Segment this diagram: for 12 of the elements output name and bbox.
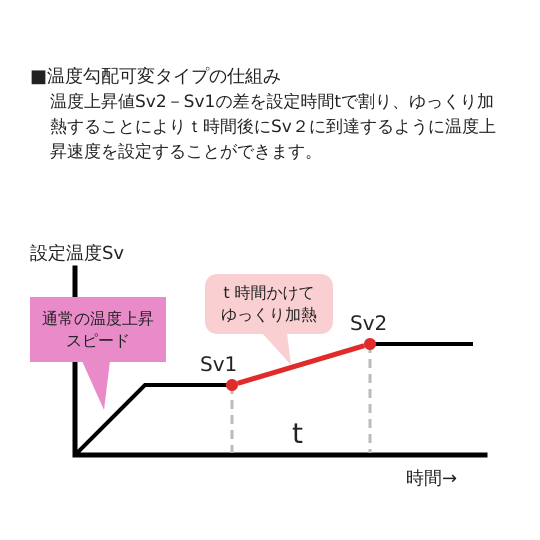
point-marker [364,338,376,350]
axis-label: 設定温度Sv [30,242,124,265]
axis-label: 時間→ [406,467,458,490]
callout-box: 通常の温度上昇スピード [30,297,166,362]
interval-label: t [292,417,303,450]
description-text: 温度上昇値Sv2－Sv1の差を設定時間tで割り、ゆっくり加熱することによりｔ時間後にSv２に到達するように温度上昇速度を設定することができます。 [50,91,497,164]
callout-bubble: t 時間かけてゆっくり加熱 [205,274,333,334]
title: ■温度勾配可変タイプの仕組み [30,65,282,89]
gradient-line [237,343,365,386]
point-label: Sv2 [350,311,388,335]
point-marker [226,379,238,391]
point-label: Sv1 [200,352,238,376]
